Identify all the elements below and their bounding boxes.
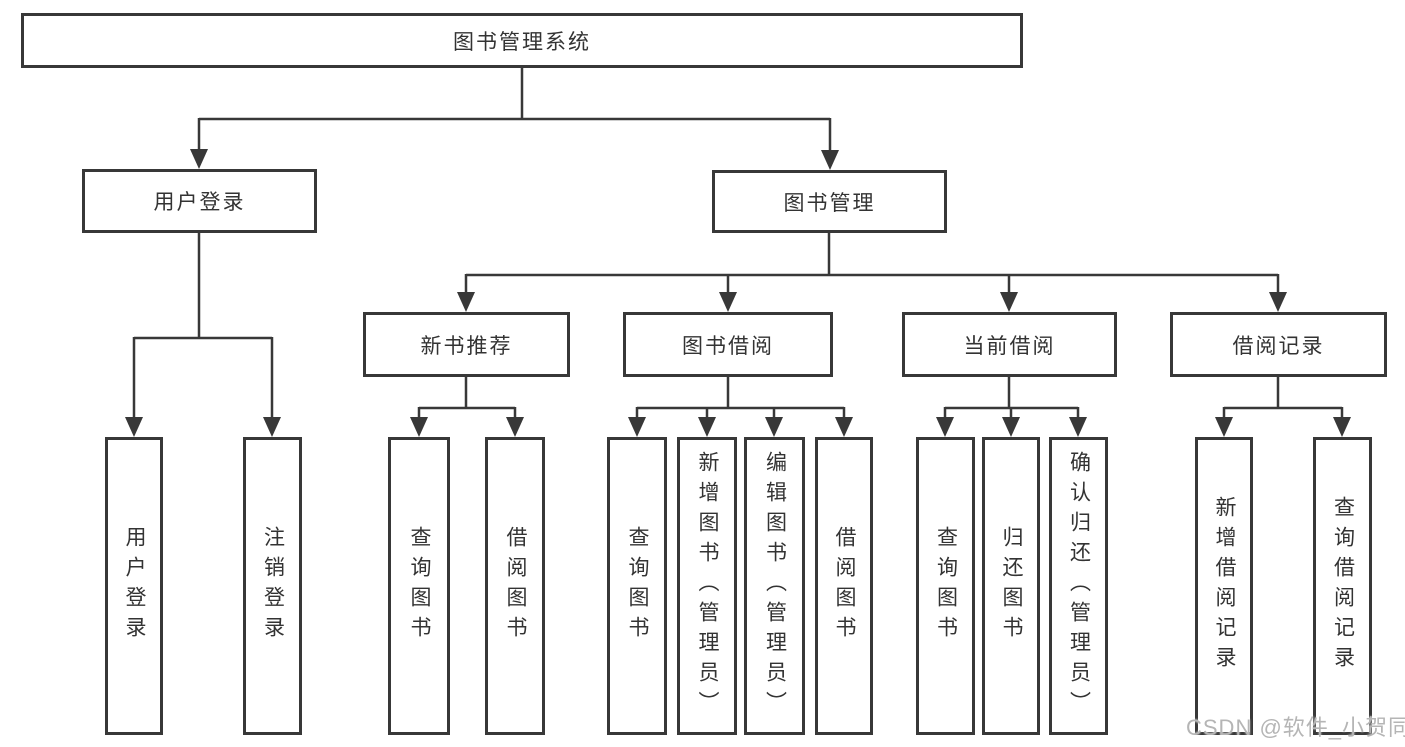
connector-borrowrecord-to-leaves [1222, 377, 1344, 421]
arrow-down-icon [719, 292, 737, 312]
arrow-down-icon [765, 417, 783, 437]
leaf-query-borrow-record: 查询借阅记录 [1313, 437, 1372, 735]
arrow-down-icon [1269, 292, 1287, 312]
node-current-borrow: 当前借阅 [902, 312, 1117, 377]
arrow-down-icon [835, 417, 853, 437]
arrow-down-icon [698, 417, 716, 437]
leaf-add-borrow-record: 新增借阅记录 [1195, 437, 1253, 735]
leaf-logout: 注销登录 [243, 437, 302, 735]
arrow-down-icon [1069, 417, 1087, 437]
connector-currentborrow-to-leaves [943, 377, 1080, 421]
arrow-down-icon [1000, 292, 1018, 312]
leaf-add-book-admin: 新增图书（管理员） [677, 437, 737, 735]
leaf-borrow-books: 借阅图书 [485, 437, 545, 735]
arrow-down-icon [936, 417, 954, 437]
arrow-down-icon [1333, 417, 1351, 437]
connector-bookborrow-to-leaves [635, 377, 846, 421]
leaf-query-books: 查询图书 [607, 437, 667, 735]
node-borrow-record: 借阅记录 [1170, 312, 1387, 377]
node-root-system: 图书管理系统 [21, 13, 1023, 68]
leaf-user-login: 用户登录 [105, 437, 163, 735]
arrow-down-icon [821, 150, 839, 170]
arrow-down-icon [457, 292, 475, 312]
leaf-borrow-books: 借阅图书 [815, 437, 873, 735]
connector-newbook-to-leaves [417, 377, 517, 421]
arrow-down-icon [410, 417, 428, 437]
arrow-down-icon [1002, 417, 1020, 437]
leaf-query-books: 查询图书 [388, 437, 450, 735]
arrow-down-icon [125, 417, 143, 437]
arrow-down-icon [1215, 417, 1233, 437]
node-book-borrow: 图书借阅 [623, 312, 833, 377]
arrow-down-icon [190, 149, 208, 169]
leaf-return-book: 归还图书 [982, 437, 1040, 735]
arrowheads [125, 149, 1351, 437]
node-new-book-recommend: 新书推荐 [363, 312, 570, 377]
arrow-down-icon [628, 417, 646, 437]
connector-root-to-level2 [197, 68, 832, 152]
csdn-watermark: CSDN @软件_小贺同学 [1186, 715, 1405, 740]
leaf-edit-book-admin: 编辑图书（管理员） [744, 437, 805, 735]
leaf-query-books: 查询图书 [916, 437, 975, 735]
arrow-down-icon [506, 417, 524, 437]
connector-userlogin-to-leaves [132, 233, 274, 421]
arrow-down-icon [263, 417, 281, 437]
connector-bookmgmt-to-sections [464, 233, 1280, 296]
leaf-confirm-return-admin: 确认归还（管理员） [1049, 437, 1108, 735]
node-book-management: 图书管理 [712, 170, 947, 233]
node-user-login: 用户登录 [82, 169, 317, 233]
